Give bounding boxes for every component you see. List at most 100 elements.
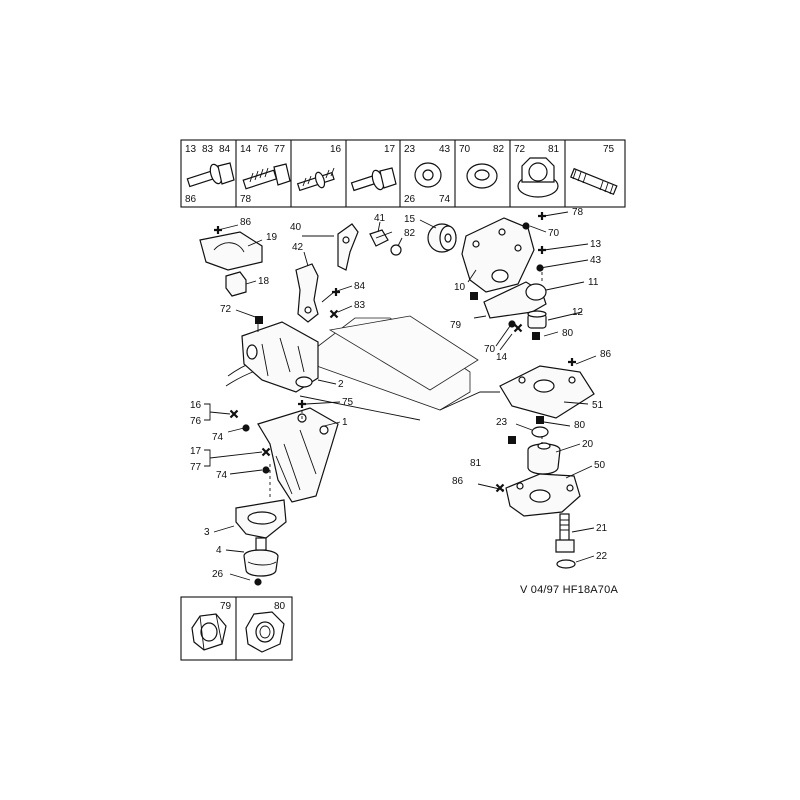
plus-icon bbox=[536, 244, 548, 256]
callout-81: 81 bbox=[470, 458, 482, 469]
arm-42 bbox=[295, 263, 319, 323]
locknut-icon bbox=[191, 613, 227, 651]
hex-bolt-icon bbox=[242, 163, 291, 190]
dot-icon bbox=[508, 320, 516, 328]
callout-labels: 86 19 18 72 40 41 82 42 84 83 2 75 1 16 … bbox=[190, 207, 612, 580]
plus-icon bbox=[536, 210, 548, 222]
flat-washer-icon bbox=[466, 163, 498, 189]
callout-26: 26 bbox=[212, 569, 224, 580]
cross-icon bbox=[261, 447, 271, 457]
hw-label: 75 bbox=[603, 144, 615, 155]
plate-51 bbox=[499, 365, 595, 419]
callout-50: 50 bbox=[594, 460, 606, 471]
cross-icon bbox=[229, 409, 239, 419]
hw-label: 17 bbox=[384, 144, 396, 155]
callout-14: 14 bbox=[496, 352, 508, 363]
callout-76: 76 bbox=[190, 416, 202, 427]
callout-80: 80 bbox=[574, 420, 586, 431]
bolt-41 bbox=[369, 229, 393, 247]
washer-22 bbox=[556, 559, 576, 569]
hw-label: 72 bbox=[514, 144, 526, 155]
rubber-mount-20 bbox=[527, 442, 561, 475]
bushing-15 bbox=[427, 223, 457, 253]
callout-70: 70 bbox=[484, 344, 496, 355]
callout-4: 4 bbox=[216, 545, 222, 556]
callout-70: 70 bbox=[548, 228, 560, 239]
hw-label: 82 bbox=[493, 144, 505, 155]
subframe-background bbox=[225, 315, 500, 421]
callout-86: 86 bbox=[240, 217, 252, 228]
callout-86: 86 bbox=[452, 476, 464, 487]
hw-label: 14 bbox=[240, 144, 252, 155]
bracket-50 bbox=[505, 473, 581, 517]
bottom-hardware-panel: 79 80 bbox=[180, 596, 293, 661]
hw-label: 84 bbox=[219, 144, 231, 155]
plus-icon bbox=[212, 224, 224, 236]
callout-1: 1 bbox=[342, 417, 348, 428]
plus-icon bbox=[330, 286, 342, 298]
callout-80: 80 bbox=[562, 328, 574, 339]
threaded-stud-icon bbox=[570, 167, 618, 196]
callout-40: 40 bbox=[290, 222, 302, 233]
callout-22: 22 bbox=[596, 551, 608, 562]
hw-label: 13 bbox=[185, 144, 197, 155]
diagram-reference-code: V 04/97 HF18A70A bbox=[520, 584, 618, 596]
stud-21 bbox=[555, 513, 575, 553]
hw-label: 26 bbox=[404, 194, 416, 205]
callout-74: 74 bbox=[212, 432, 224, 443]
hw-label: 77 bbox=[274, 144, 286, 155]
bracket-19 bbox=[199, 231, 263, 271]
callout-43: 43 bbox=[590, 255, 602, 266]
callout-23: 23 bbox=[496, 417, 508, 428]
hw-label: 76 bbox=[257, 144, 269, 155]
dot-icon bbox=[522, 222, 530, 230]
callout-77: 77 bbox=[190, 462, 202, 473]
dot-icon bbox=[262, 466, 270, 474]
nut-82 bbox=[390, 244, 402, 256]
rubber-mount-4 bbox=[243, 537, 279, 577]
callout-86: 86 bbox=[600, 349, 612, 360]
pad-23 bbox=[531, 426, 549, 438]
hw-label: 83 bbox=[202, 144, 214, 155]
bushing-12 bbox=[527, 310, 547, 329]
cup-3 bbox=[235, 499, 287, 539]
flange-bolt-icon bbox=[186, 162, 235, 188]
mount-bracket-2 bbox=[241, 321, 319, 393]
dot-icon bbox=[242, 424, 250, 432]
symbol-markers bbox=[212, 210, 578, 586]
callout-11: 11 bbox=[588, 277, 599, 288]
plus-icon bbox=[296, 398, 308, 410]
callout-42: 42 bbox=[292, 242, 304, 253]
hex-nut-icon bbox=[245, 611, 285, 653]
square-icon bbox=[508, 436, 516, 444]
callout-84: 84 bbox=[354, 281, 366, 292]
flange-nut-icon bbox=[517, 157, 559, 198]
hw-label: 16 bbox=[330, 144, 342, 155]
cross-icon bbox=[495, 483, 505, 493]
engine-mount-1 bbox=[257, 407, 339, 503]
callout-12: 12 bbox=[572, 307, 584, 318]
hw-label: 79 bbox=[220, 601, 232, 612]
callout-19: 19 bbox=[266, 232, 278, 243]
top-hardware-panel: 13 83 84 86 14 76 77 78 16 17 23 43 26 7… bbox=[180, 139, 626, 208]
callout-72: 72 bbox=[220, 304, 232, 315]
callout-2: 2 bbox=[338, 379, 344, 390]
hw-label: 70 bbox=[459, 144, 471, 155]
callout-16: 16 bbox=[190, 400, 202, 411]
callout-41: 41 bbox=[374, 213, 386, 224]
stud-bolt-icon bbox=[296, 167, 335, 192]
torque-rod-11 bbox=[483, 281, 547, 319]
callout-79: 79 bbox=[450, 320, 462, 331]
mount-bracket-10 bbox=[461, 217, 535, 293]
callout-3: 3 bbox=[204, 527, 210, 538]
cross-icon bbox=[329, 309, 339, 319]
cross-icon bbox=[513, 323, 523, 333]
square-icon bbox=[470, 292, 478, 300]
callout-51: 51 bbox=[592, 400, 604, 411]
callout-75: 75 bbox=[342, 397, 354, 408]
washer-icon bbox=[414, 162, 442, 188]
square-icon bbox=[532, 332, 540, 340]
hw-label: 43 bbox=[439, 144, 451, 155]
leader-lines bbox=[204, 211, 597, 581]
